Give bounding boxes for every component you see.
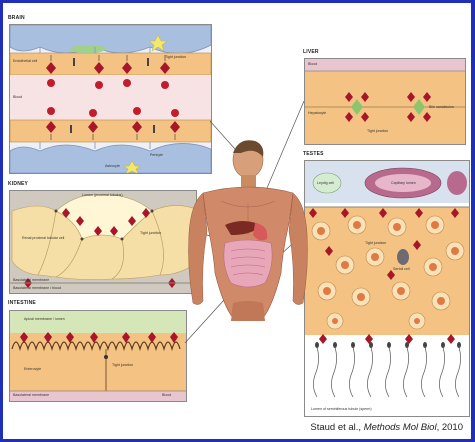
- slide: BRAIN: [3, 3, 471, 439]
- citation-journal: Methods Mol Biol: [364, 422, 437, 433]
- citation: Staud et al., Methods Mol Biol, 2010: [310, 422, 463, 433]
- citation-year: , 2010: [437, 422, 463, 433]
- citation-authors: Staud et al.,: [310, 422, 363, 433]
- human-body-figure: [3, 3, 471, 439]
